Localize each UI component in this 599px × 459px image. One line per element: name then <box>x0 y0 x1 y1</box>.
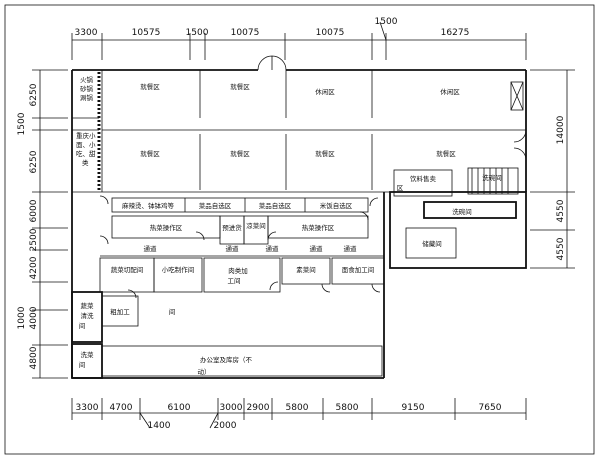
room-snack: 小吃制作间 <box>162 265 195 274</box>
room-rest-1: 休闲区 <box>315 87 335 96</box>
left-dimensions: 6250 1500 6250 6000 2500 4200 1000 4000 … <box>17 69 68 379</box>
dim-bot-9: 7650 <box>479 403 502 413</box>
dim-top-1: 3300 <box>75 28 98 38</box>
corridor-1: 通道 <box>144 244 158 253</box>
dim-top-extra: 1500 <box>375 17 398 27</box>
dim-left-1: 6250 <box>29 83 39 106</box>
room-dining-1: 就餐区 <box>140 82 160 91</box>
dim-left-3: 6250 <box>29 150 39 173</box>
room-rest-2: 休闲区 <box>440 87 460 96</box>
dim-left-2: 1500 <box>17 112 27 135</box>
room-veg: 素菜间 <box>296 265 316 274</box>
room-wash-room: 洗碗间 <box>452 207 472 216</box>
dim-bot-4: 3000 <box>220 403 243 413</box>
dim-bot-1: 3300 <box>76 403 99 413</box>
stairs <box>467 167 519 195</box>
right-dimensions: 14000 4550 4550 <box>530 69 575 269</box>
dim-bot-8: 9150 <box>402 403 425 413</box>
drawing-frame <box>4 4 595 455</box>
dim-left-8: 4000 <box>29 306 39 329</box>
room-hot-2: 热菜操作区 <box>302 223 335 232</box>
bottom-dimensions: 3300 4700 6100 3000 2900 5800 5800 9150 … <box>71 398 527 431</box>
room-dining-6: 就餐区 <box>436 149 456 158</box>
room-cold: 凉菜间 <box>246 221 266 230</box>
dim-top-5: 10075 <box>316 28 345 38</box>
walls <box>71 69 527 379</box>
dim-bot-6: 5800 <box>286 403 309 413</box>
dim-left-6: 4200 <box>29 256 39 279</box>
corridor-3: 通道 <box>266 244 280 253</box>
kitchen: 麻辣烫、钵钵鸡等 菜品自选区 菜品自选区 米饭自选区 热菜操作区 预进货 凉菜间… <box>71 195 385 379</box>
room-dining-3: 就餐区 <box>140 149 160 158</box>
dim-right-1: 14000 <box>556 115 566 144</box>
room-office: 办公室及库房（不动） <box>198 355 253 376</box>
room-rough-2: 间 <box>169 308 176 316</box>
entry-door <box>257 55 287 71</box>
room-wash-veg: 洗菜间 <box>79 350 94 369</box>
room-meat: 肉类加工间 <box>228 266 248 285</box>
room-rough: 粗加工 <box>110 307 130 316</box>
dim-top-6: 16275 <box>441 28 470 38</box>
room-self-4: 米饭自选区 <box>320 201 353 210</box>
room-dining-2: 就餐区 <box>230 82 250 91</box>
dim-bot-3: 6100 <box>168 403 191 413</box>
room-veg-wash: 蔬菜清洗间 <box>79 301 94 330</box>
dim-bot-extra-2: 2000 <box>214 421 237 431</box>
dim-bot-2: 4700 <box>110 403 133 413</box>
dim-left-9: 4800 <box>29 346 39 369</box>
room-wash-hall: 洗碗间 <box>482 173 502 182</box>
room-storage: 储藏间 <box>422 239 442 248</box>
dim-left-7: 1000 <box>17 306 27 329</box>
dining-grid <box>72 55 527 193</box>
right-wing: 饮料售卖区 洗碗间 洗碗间 储藏间 <box>393 167 519 259</box>
dim-top-2: 10575 <box>132 28 161 38</box>
corridor-2: 通道 <box>226 244 240 253</box>
room-pre-in: 预进货 <box>222 223 242 232</box>
dim-left-5: 2500 <box>29 228 39 251</box>
room-self-3: 菜品自选区 <box>259 201 292 210</box>
dim-bot-extra-1: 1400 <box>148 421 171 431</box>
dim-top-4: 10075 <box>231 28 260 38</box>
room-noodle: 面食加工间 <box>342 265 375 274</box>
room-dining-4: 就餐区 <box>230 149 250 158</box>
dim-bot-5: 2900 <box>247 403 270 413</box>
top-dimensions: 3300 10575 1500 10075 10075 16275 1500 <box>71 17 527 60</box>
corridor-5: 通道 <box>344 244 358 253</box>
dim-right-2: 4550 <box>556 199 566 222</box>
room-cut: 蔬菜切配间 <box>111 265 144 274</box>
room-self-1: 麻辣烫、钵钵鸡等 <box>122 201 175 210</box>
room-dining-5: 就餐区 <box>315 149 335 158</box>
side-door <box>513 129 527 161</box>
room-self-2: 菜品自选区 <box>199 201 232 210</box>
room-chongqing: 重庆小面、小吃、甜类 <box>76 131 96 167</box>
dim-top-3: 1500 <box>186 28 209 38</box>
dim-left-4: 6000 <box>29 199 39 222</box>
dim-bot-7: 5800 <box>336 403 359 413</box>
elevator-box <box>510 81 524 111</box>
dim-right-3: 4550 <box>556 237 566 260</box>
corridor-4: 通道 <box>310 244 324 253</box>
room-drinks: 饮料售卖区 <box>397 174 437 192</box>
room-hot-1: 热菜操作区 <box>150 223 183 232</box>
room-hotpot: 火锅砂锅涮锅 <box>80 75 94 102</box>
